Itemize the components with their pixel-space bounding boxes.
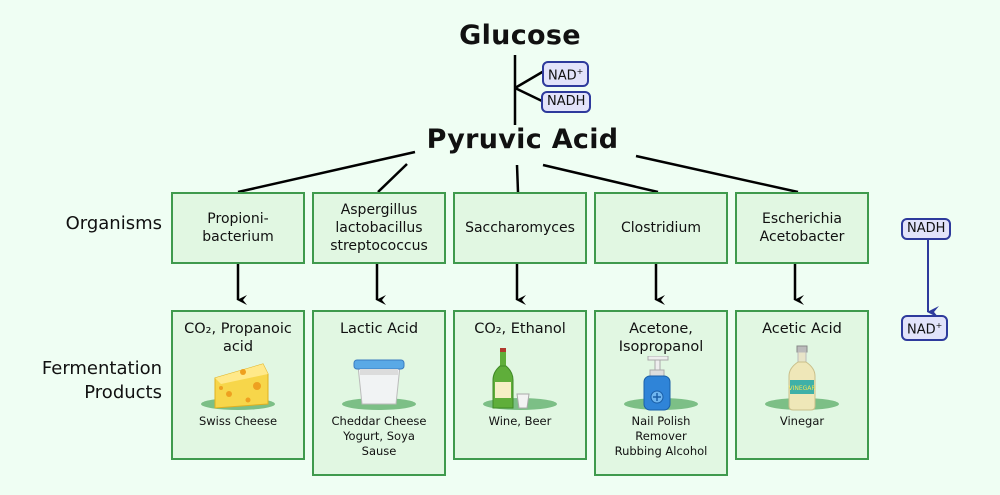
wine-bottle-icon — [455, 338, 585, 414]
glucose-title: Glucose — [459, 20, 581, 51]
sanitizer-pump-bottle-icon — [596, 356, 726, 414]
nad-label: NAD — [548, 68, 577, 84]
branch-line-4 — [542, 163, 659, 194]
organism-name: Saccharomyces — [465, 220, 575, 236]
nad-plus-tag: NAD+ — [542, 61, 590, 88]
branch-line-1 — [237, 150, 416, 194]
side-nadh-tag: NADH — [901, 218, 952, 240]
side-nad-label: NAD — [907, 322, 936, 338]
row-label-line: Fermentation — [41, 358, 162, 379]
product-examples: Wine, Beer — [488, 414, 552, 428]
svg-text:VINEGAR: VINEGAR — [788, 385, 815, 392]
branch-line-2 — [377, 163, 408, 193]
product-name: Lactic Acid — [339, 321, 419, 337]
product-box-ethanol: CO₂, Ethanol Wine, Beer — [453, 310, 587, 460]
side-nad-superscript: + — [935, 321, 943, 330]
yogurt-cup-icon — [314, 338, 444, 414]
organisms-row-label: Organisms — [65, 213, 162, 234]
product-name: CO₂, Ethanol — [474, 321, 566, 337]
branch-line-5 — [635, 154, 799, 194]
nadh-tag: NADH — [541, 91, 592, 113]
nad-superscript: + — [576, 67, 584, 76]
row-label-line: Products — [84, 382, 162, 403]
fermentation-products-row-label: Fermentation Products — [10, 357, 162, 405]
product-name: Acetone,Isopropanol — [618, 321, 704, 355]
product-examples: Swiss Cheese — [198, 414, 278, 428]
organism-box-propionibacterium: Propioni-bacterium — [171, 192, 305, 264]
organism-name: Clostridium — [621, 220, 701, 236]
vinegar-bottle-icon: VINEGAR — [737, 338, 867, 414]
swiss-cheese-icon — [173, 356, 303, 414]
product-examples: Vinegar — [779, 414, 825, 428]
organism-name: Propioni-bacterium — [202, 211, 274, 245]
product-name: Acetic Acid — [762, 321, 842, 337]
side-nad-plus-tag: NAD+ — [901, 315, 949, 342]
product-box-acetic: Acetic Acid VINEGAR Vinegar — [735, 310, 869, 460]
organism-box-clostridium: Clostridium — [594, 192, 728, 264]
organism-box-saccharomyces: Saccharomyces — [453, 192, 587, 264]
pyruvic-acid-title: Pyruvic Acid — [426, 124, 619, 155]
nadh-out-branch — [514, 86, 543, 103]
nad-in-branch — [514, 69, 545, 90]
branch-line-3 — [515, 164, 520, 193]
